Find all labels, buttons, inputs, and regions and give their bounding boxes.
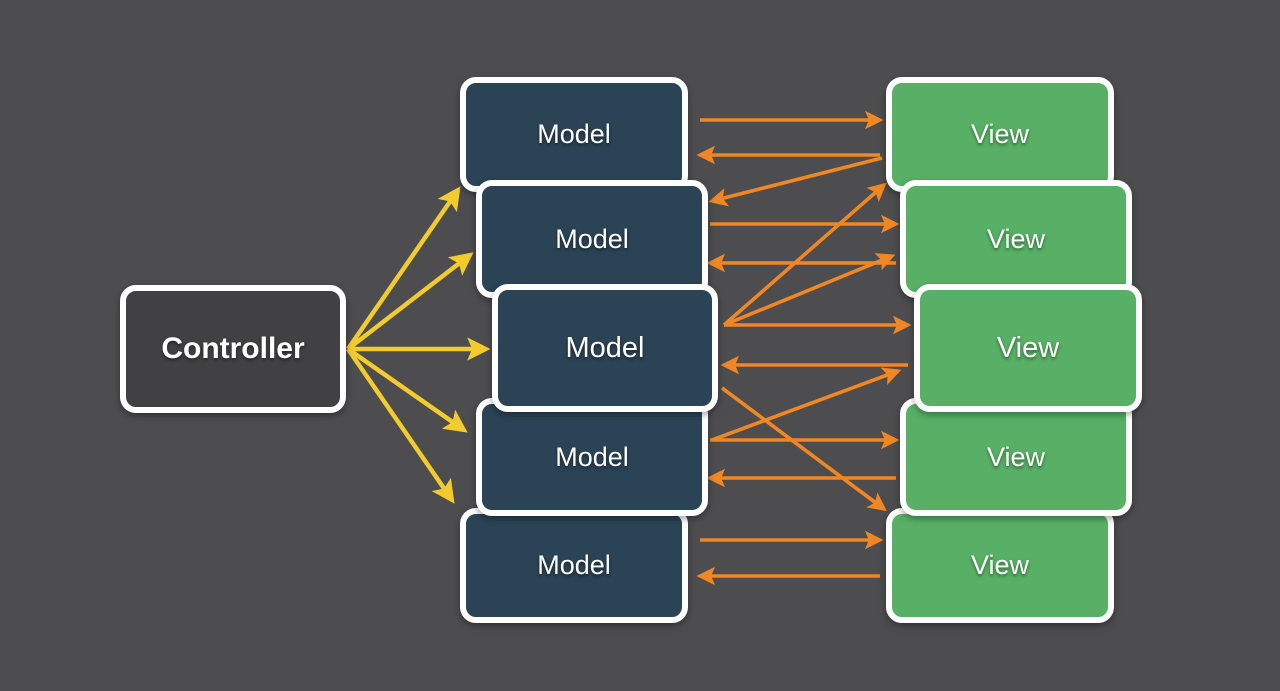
model-node-4[interactable]: Model [476, 398, 708, 516]
model-node-5[interactable]: Model [460, 508, 688, 623]
controller-to-model-arrow-2 [346, 252, 474, 351]
view-label: View [970, 119, 1030, 149]
view-label: View [996, 331, 1060, 364]
model-view-straight-arrows [696, 110, 912, 586]
model-view-diagonal-arrow-4 [720, 386, 887, 512]
model-label: Model [537, 119, 611, 149]
view-node-3[interactable]: View [914, 284, 1142, 412]
view-node-5[interactable]: View [886, 508, 1114, 623]
model-node-2[interactable]: Model [476, 180, 708, 298]
controller-to-model-arrow-4 [346, 347, 468, 433]
model-view-diagonal-arrow-1 [708, 156, 883, 207]
controller-node[interactable]: Controller [120, 285, 346, 413]
view-node-4[interactable]: View [900, 398, 1132, 516]
controller-to-model-arrow-5 [346, 347, 455, 504]
model-label: Model [565, 331, 645, 364]
model-view-diagonal-arrow-2 [722, 182, 887, 327]
model-label: Model [555, 441, 629, 472]
model-node-3[interactable]: Model [492, 284, 718, 412]
model-node-1[interactable]: Model [460, 77, 688, 192]
view-label: View [986, 223, 1046, 254]
model-label: Model [537, 550, 611, 580]
view-label: View [986, 441, 1046, 472]
controller-to-model-arrow-1 [346, 186, 461, 351]
model-label: Model [555, 223, 629, 254]
model-view-diagonal-arrow-5 [711, 367, 902, 442]
view-label: View [970, 550, 1030, 580]
view-node-1[interactable]: View [886, 77, 1114, 192]
view-node-2[interactable]: View [900, 180, 1132, 298]
controller-label: Controller [161, 332, 305, 365]
model-view-diagonal-arrows [708, 156, 902, 512]
controller-to-model-arrows [346, 186, 491, 504]
model-view-diagonal-arrow-3 [723, 253, 896, 327]
